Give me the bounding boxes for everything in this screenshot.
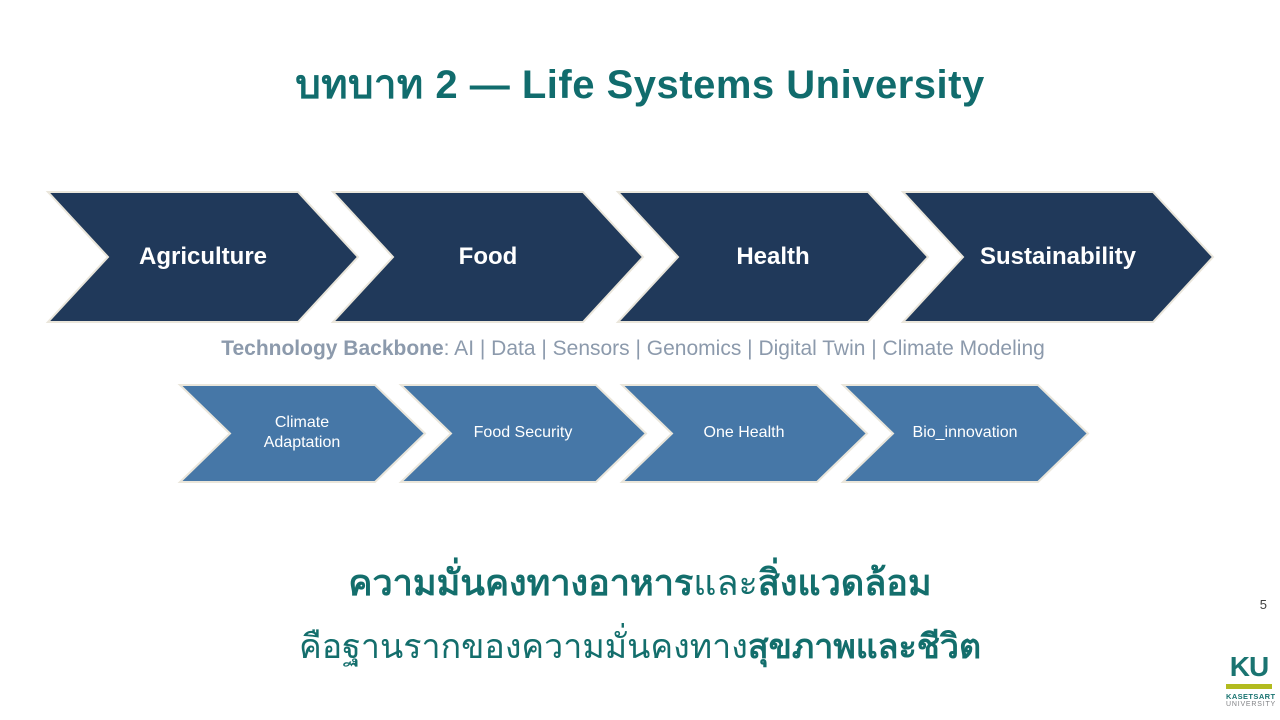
- chevron-shape-one-health: [619, 384, 869, 483]
- process-chevron-row-top: [45, 191, 1215, 323]
- chevron-shape-bio-innovation: [840, 384, 1090, 483]
- footer-text-segment: คือฐานรากของความมั่นคงทาง: [298, 628, 748, 666]
- chevron-shape-food: [330, 191, 645, 323]
- footer-text-segment: ความมั่นคงทางอาหาร: [348, 562, 694, 603]
- ku-logo-name: KASETSART: [1226, 692, 1276, 702]
- slide-title: บทบาท 2 — Life Systems University: [295, 63, 985, 107]
- process-chevron-row-bottom: [177, 384, 1090, 483]
- chevron-shape-food-security: [398, 384, 648, 483]
- page-number: 5: [1259, 597, 1267, 612]
- kasetsart-university-logo: KU KASETSART UNIVERSITY: [1226, 651, 1277, 709]
- technology-backbone-items: : AI | Data | Sensors | Genomics | Digit…: [443, 337, 1045, 360]
- footer-text-segment: สุขภาพและชีวิต: [747, 628, 982, 666]
- chevron-shape-health: [615, 191, 930, 323]
- footer-message-line-1: ความมั่นคงทางอาหารและสิ่งแวดล้อม: [0, 558, 1280, 608]
- chevron-shape-sustainability: [900, 191, 1215, 323]
- technology-backbone-label: Technology Backbone: [221, 337, 444, 360]
- chevron-shape-climate-adaptation: [177, 384, 427, 483]
- footer-message-line-2: คือฐานรากของความมั่นคงทางสุขภาพและชีวิต: [0, 624, 1280, 672]
- chevron-shape-agriculture: [45, 191, 360, 323]
- ku-logo-subname: UNIVERSITY: [1226, 701, 1277, 709]
- technology-backbone-caption: Technology Backbone: AI | Data | Sensors…: [0, 337, 1280, 361]
- footer-text-segment: สิ่งแวดล้อม: [757, 562, 932, 603]
- ku-monogram: KU: [1229, 651, 1269, 682]
- ku-logo-bar: [1226, 684, 1272, 690]
- footer-text-segment: และ: [693, 562, 758, 603]
